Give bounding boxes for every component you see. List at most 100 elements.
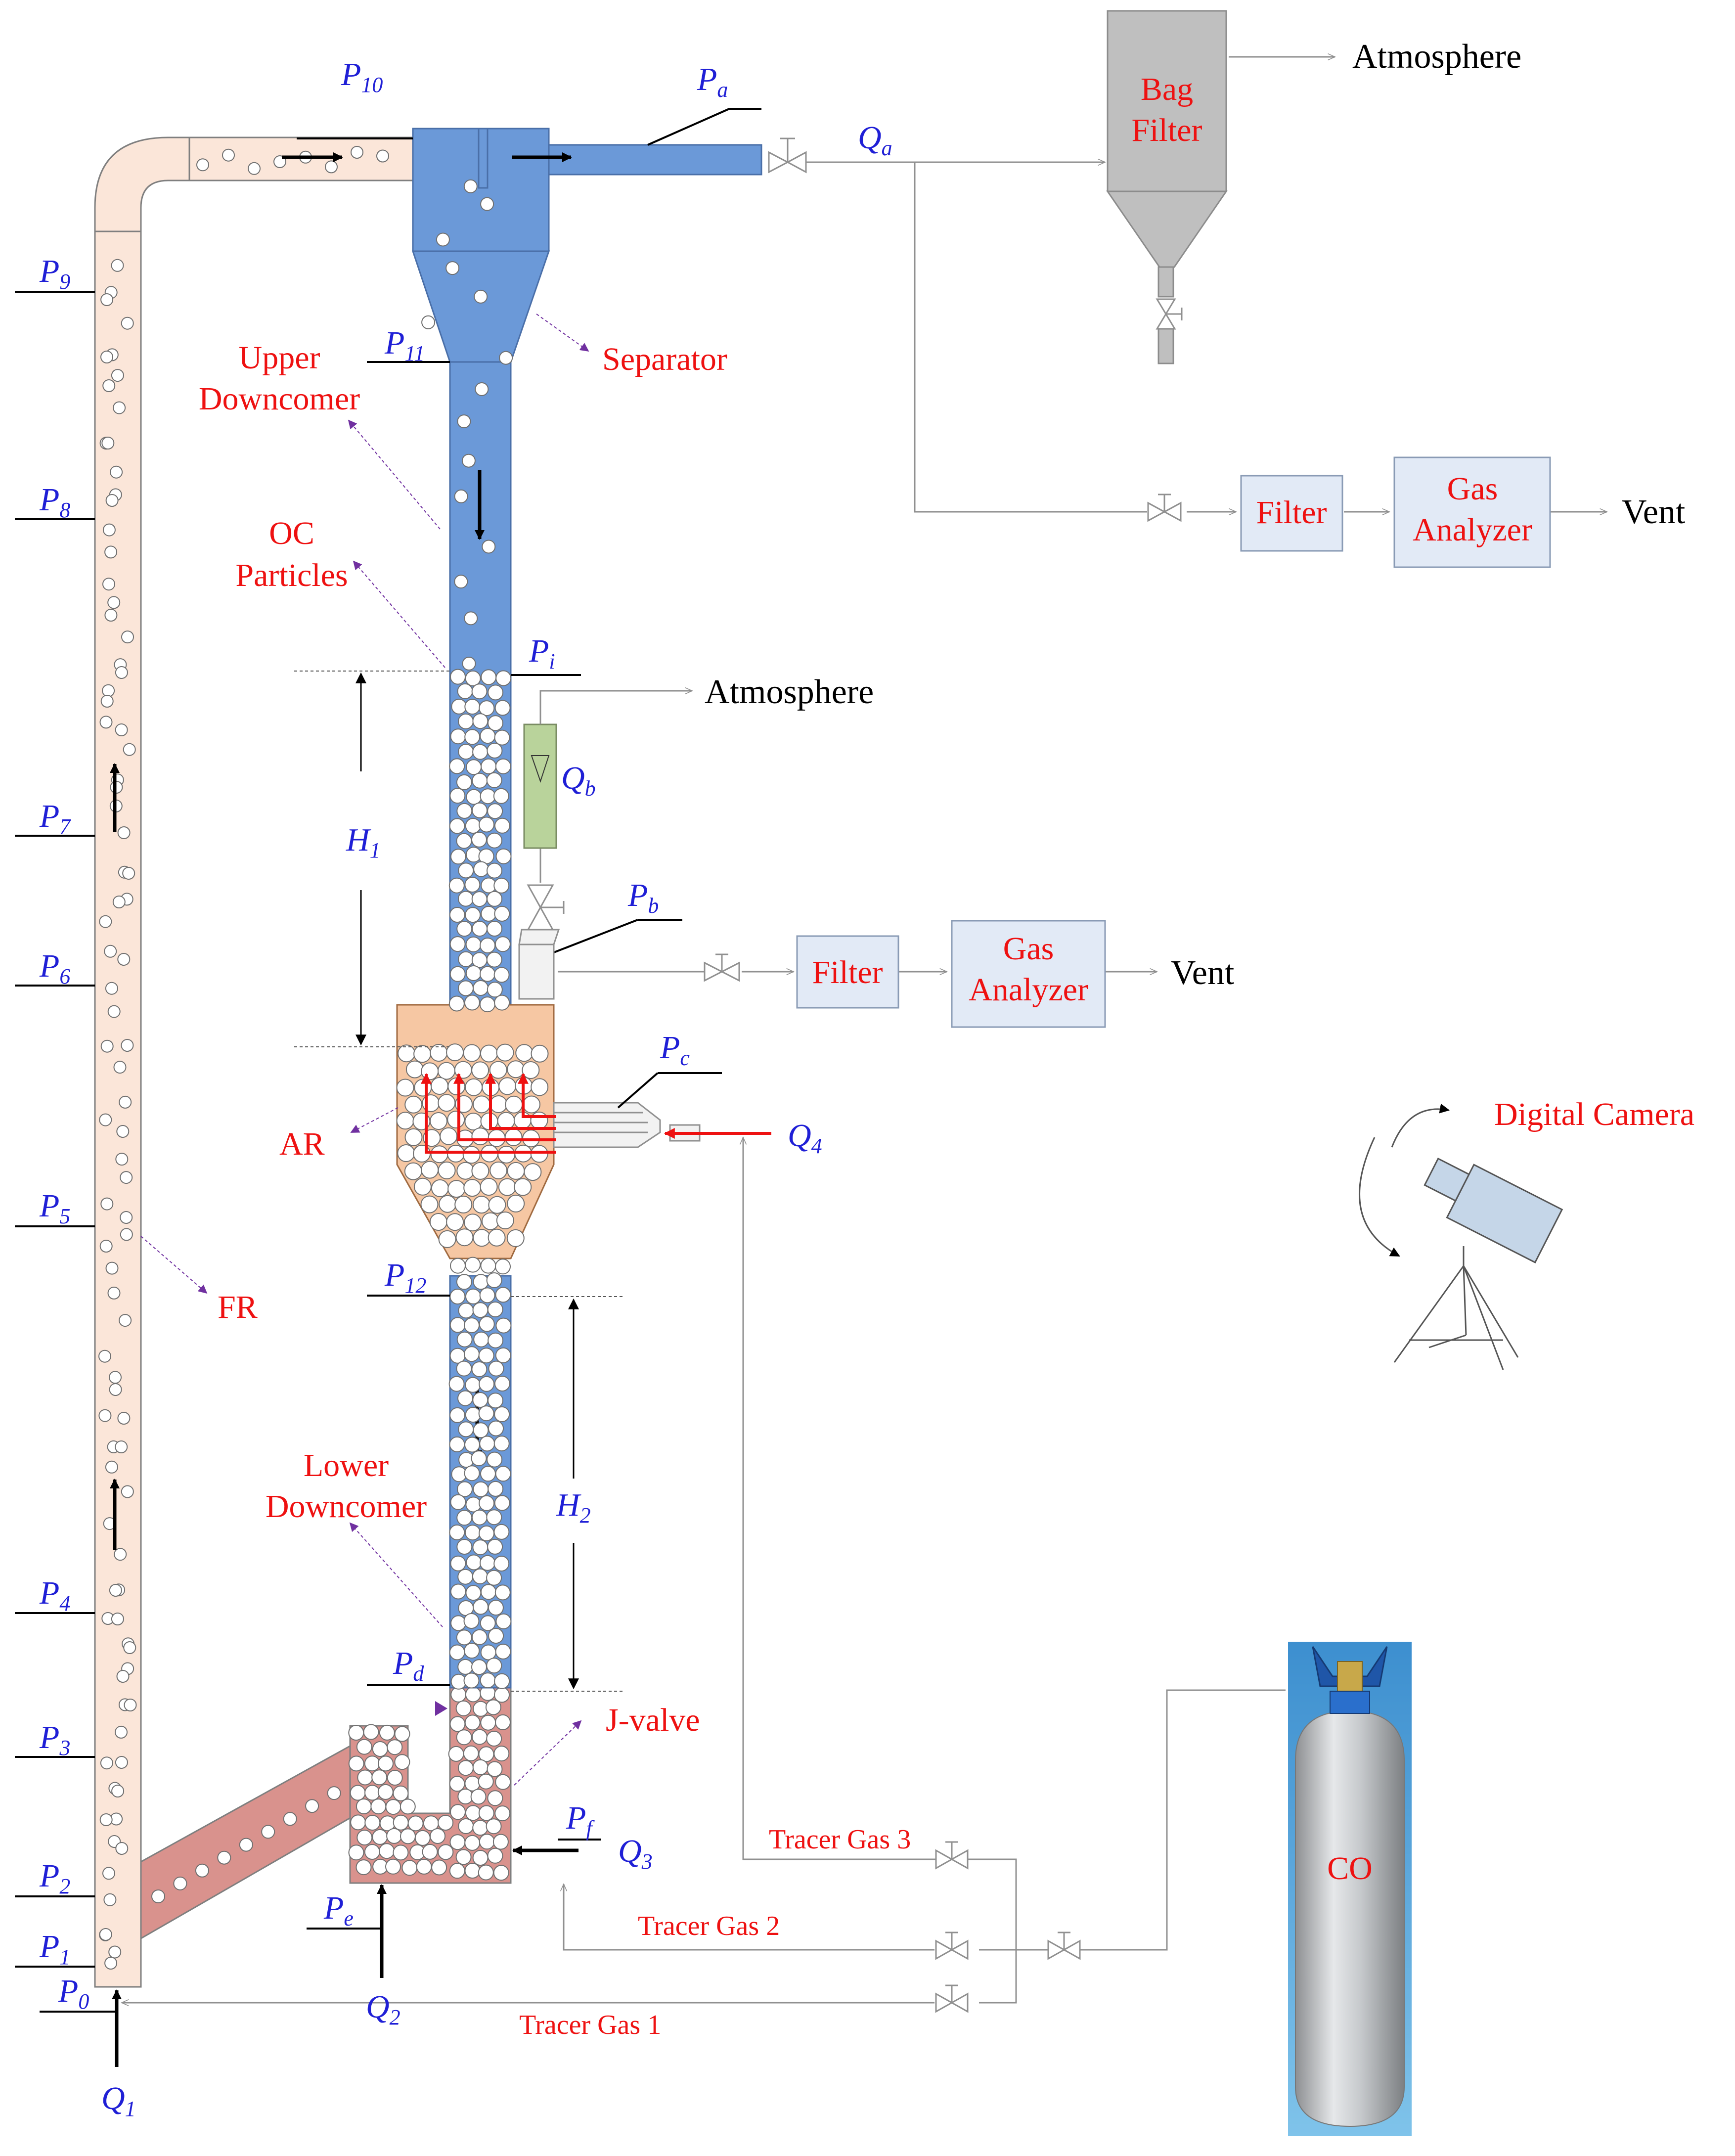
particle: [463, 1044, 481, 1062]
particle: [396, 1078, 414, 1097]
particle: [531, 1078, 549, 1096]
bag-filter-hopper: [1106, 190, 1228, 268]
particle: [456, 833, 472, 849]
particle: [115, 1842, 129, 1855]
valve-bag-filter[interactable]: [1156, 298, 1183, 330]
particle: [109, 1371, 122, 1384]
particle: [457, 1481, 473, 1497]
particle: [465, 1377, 481, 1393]
particle: [466, 789, 482, 805]
particle: [450, 1804, 466, 1820]
label-separator: Separator: [602, 341, 727, 377]
particle: [100, 351, 113, 363]
valve-tracer-3[interactable]: [935, 1841, 969, 1870]
particle: [414, 1078, 432, 1097]
particle: [394, 1754, 410, 1770]
valve-sampling-top[interactable]: [1147, 494, 1182, 522]
particle: [465, 1288, 481, 1304]
particle: [102, 578, 115, 591]
particle: [248, 162, 261, 175]
label-p4: P4: [39, 1575, 70, 1616]
particle: [393, 1814, 409, 1831]
particle: [531, 1044, 549, 1063]
label-pd: Pd: [393, 1645, 424, 1686]
j-valve-assembly: [140, 1685, 578, 1978]
particle: [530, 1145, 548, 1163]
valve-qa[interactable]: [768, 137, 807, 174]
particle: [404, 1162, 422, 1180]
particle: [479, 1287, 495, 1303]
particle: [450, 1258, 466, 1274]
valve-tracer-1[interactable]: [935, 1984, 969, 2013]
particle: [480, 1584, 496, 1600]
label-digital-camera: Digital Camera: [1494, 1096, 1694, 1132]
particle: [481, 758, 497, 774]
particle: [371, 1769, 388, 1786]
valve-qb[interactable]: [527, 884, 565, 931]
particle: [472, 1302, 489, 1318]
valve-tracer-2[interactable]: [935, 1931, 969, 1960]
particle: [471, 1361, 488, 1377]
cylinder-body: [1295, 1710, 1405, 2127]
particle: [471, 831, 487, 848]
particle: [117, 1412, 131, 1425]
particle: [478, 1405, 494, 1422]
particle: [99, 1240, 113, 1253]
particle: [351, 146, 363, 159]
rotameter-float: [531, 755, 550, 783]
gas-analyzer-box-mid: [951, 920, 1106, 1028]
particle: [458, 744, 474, 760]
line-pi-to-atmosphere: [539, 691, 692, 826]
riser-column: [94, 230, 142, 1988]
particle: [405, 1060, 424, 1078]
particle: [472, 1759, 489, 1775]
particle: [107, 1286, 121, 1300]
rotameter-tube: [523, 723, 557, 849]
particle: [478, 1773, 494, 1790]
particle: [363, 1724, 379, 1740]
particle: [456, 1629, 472, 1646]
air-reactor: [396, 179, 771, 1690]
label-fr: FR: [218, 1289, 258, 1325]
particle: [478, 1805, 494, 1821]
particle: [455, 1849, 472, 1865]
valve-co-main[interactable]: [1047, 1931, 1081, 1960]
label-pe: Pe: [323, 1890, 354, 1931]
particle: [480, 1555, 495, 1571]
particle: [480, 1466, 496, 1482]
valve-sampling-mid[interactable]: [704, 953, 740, 982]
particle: [498, 1178, 516, 1196]
particle: [472, 772, 488, 789]
particle: [487, 1790, 503, 1806]
particle: [464, 1775, 481, 1792]
particle: [404, 1128, 423, 1146]
particle: [222, 148, 235, 162]
particle: [450, 1555, 466, 1572]
label-upper-downcomer-2: Downcomer: [199, 381, 360, 417]
particle: [457, 1659, 474, 1675]
particle: [480, 728, 496, 744]
particle: [464, 699, 481, 715]
label-lower-downcomer-2: Downcomer: [266, 1488, 427, 1525]
ar-flow-line-1: [421, 1073, 556, 1154]
particle: [488, 1600, 504, 1616]
particle: [112, 896, 126, 908]
particle: [493, 1746, 510, 1762]
label-p12: P12: [384, 1257, 426, 1298]
camera-tripod: [1393, 1246, 1519, 1370]
particle: [115, 1440, 128, 1453]
particle: [479, 1834, 495, 1850]
particle: [111, 259, 124, 272]
dimension-lines: [294, 671, 623, 1692]
particle: [464, 1525, 481, 1541]
particle: [364, 1844, 380, 1860]
particle: [372, 1829, 388, 1845]
particle: [195, 1863, 209, 1878]
particle: [463, 1613, 480, 1629]
particle: [122, 867, 135, 880]
particle: [473, 1229, 491, 1247]
label-p8: P8: [39, 482, 70, 522]
particle: [431, 1859, 447, 1876]
particle: [99, 716, 113, 729]
particle: [471, 1659, 487, 1675]
